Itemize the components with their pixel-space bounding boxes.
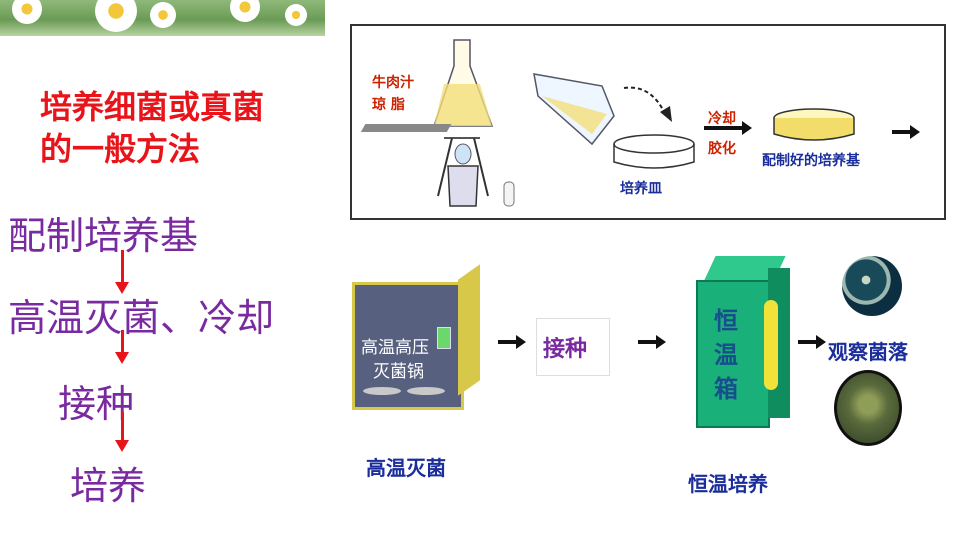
daisy-flower-3: [150, 2, 176, 28]
autoclave-side: [458, 264, 480, 396]
sterilize-caption: 高温灭菌: [366, 456, 446, 480]
prepared-medium-label: 配制好的培养基: [762, 153, 860, 169]
inoculate-box: 接种: [536, 318, 610, 376]
incubator-label: 恒 温 箱: [714, 304, 738, 406]
arrow-continue: [892, 125, 920, 139]
cool-label: 冷却: [708, 111, 736, 127]
daisy-flower-5: [285, 4, 307, 26]
down-arrow-3: [115, 412, 129, 452]
observe-colonies-label: 观察菌落: [828, 340, 908, 364]
dish-label: 培养皿: [620, 181, 662, 197]
arrow-to-inoculate: [498, 335, 526, 349]
gel-label: 胶化: [708, 141, 736, 157]
agar-label: 琼 脂: [372, 97, 405, 113]
colony-plate-1: [842, 256, 902, 316]
colony-plate-2: [834, 370, 902, 446]
preparation-illustration: [360, 39, 855, 207]
title-line-2: 的一般方法: [40, 130, 201, 168]
banner-image: [0, 0, 325, 36]
daisy-flower-1: [12, 0, 42, 24]
step-4: 培养: [70, 464, 147, 508]
autoclave-label-2: 灭菌锅: [373, 362, 424, 382]
incubator-char-2: 温: [714, 341, 738, 369]
down-arrow-1: [115, 250, 129, 294]
incubator-char-1: 恒: [714, 307, 738, 335]
incubate-caption: 恒温培养: [688, 472, 768, 496]
incubator-char-3: 箱: [714, 375, 738, 403]
autoclave-label-1: 高温高压: [361, 338, 429, 358]
inoculate-label: 接种: [543, 337, 588, 362]
incubator-box: 恒 温 箱: [696, 280, 770, 428]
daisy-flower-2: [95, 0, 137, 32]
petri-dish-2: [407, 387, 445, 395]
autoclave-indicator: [437, 327, 451, 349]
arrow-to-prepared: [704, 121, 752, 135]
autoclave-box: 高温高压 灭菌锅: [352, 282, 464, 410]
arrow-to-incubator: [638, 335, 666, 349]
step-1: 配制培养基: [8, 214, 199, 258]
title-line-1: 培养细菌或真菌: [40, 88, 265, 126]
petri-dish-1: [363, 387, 401, 395]
medium-preparation-diagram: 牛肉汁 琼 脂 冷却 胶化 培养皿 配制好的培养基: [350, 24, 946, 220]
arrow-to-observe: [798, 335, 826, 349]
daisy-flower-4: [230, 0, 260, 22]
down-arrow-2: [115, 330, 129, 364]
slide-title: 培养细菌或真菌 的一般方法: [40, 86, 264, 170]
incubator-door-handle: [764, 300, 778, 390]
step-2: 高温灭菌、冷却: [8, 296, 275, 340]
broth-label: 牛肉汁: [372, 75, 414, 91]
